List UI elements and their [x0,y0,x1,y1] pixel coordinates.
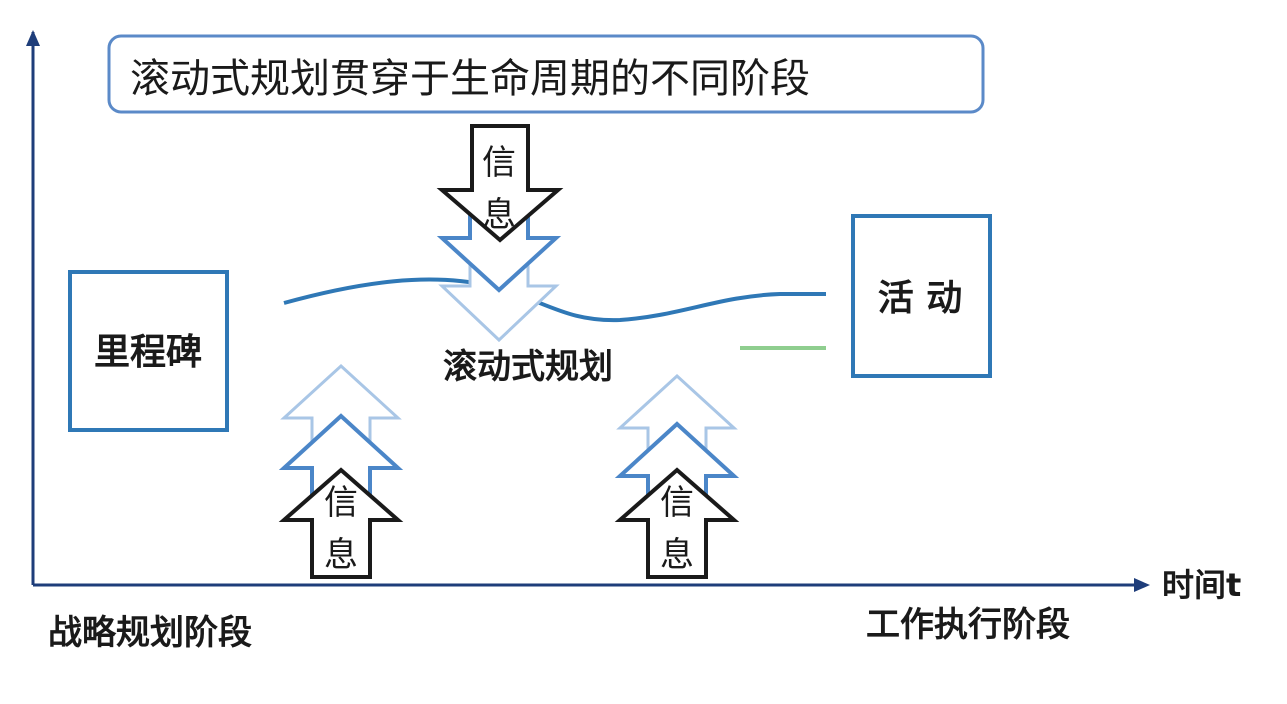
arrow-right-char-2: 息 [660,535,694,575]
activity-label: 活 动 [878,278,963,319]
title-box [107,34,985,114]
time-axis-label: 时间t [1162,566,1241,604]
arrow-right-char-1: 信 [660,483,694,523]
strategic-phase-label: 战略规划阶段 [48,613,252,653]
arrow-top-char-2: 息 [482,195,516,235]
title-text: 滚动式规划贯穿于生命周期的不同阶段 [130,56,810,102]
y-axis-arrowhead [26,30,40,46]
activity-box [851,214,992,378]
info-arrow-left: 信 息 [278,363,404,579]
rolling-planning-label: 滚动式规划 [443,347,613,387]
x-axis-arrowhead [1134,578,1150,592]
milestone-label: 里程碑 [94,332,202,373]
arrow-left-char-1: 信 [324,483,358,523]
arrow-top-char-1: 信 [482,143,516,183]
milestone-box [68,270,229,432]
info-arrow-top: 信 息 [436,124,564,343]
rolling-wave-line [283,277,826,323]
info-arrow-right: 信 息 [614,373,740,579]
execution-phase-label: 工作执行阶段 [866,605,1070,645]
arrow-top-dark [436,124,564,243]
arrow-left-char-2: 息 [324,535,358,575]
arrow-right-dark [614,467,740,579]
arrow-left-dark [278,467,404,579]
